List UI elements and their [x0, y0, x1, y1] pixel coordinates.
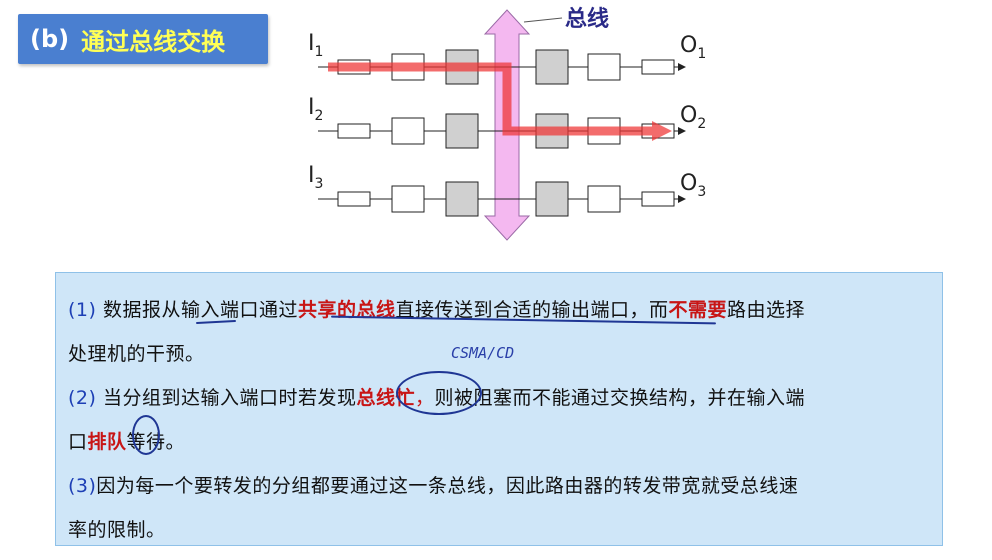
note-text: 当分组到达输入端口时若发现	[96, 387, 357, 409]
section-label: (b)	[30, 25, 70, 53]
note-3-line-1: (3)因为每一个要转发的分组都要通过这一条总线，因此路由器的转发带宽就受总线速	[68, 471, 798, 498]
note-text: 直接传送到合适的输出端口，而	[395, 299, 669, 321]
note-text: 因为每一个要转发的分组都要通过这一条总线，因此路由器的转发带宽就受总线速	[96, 475, 799, 497]
note-text: 口	[68, 431, 88, 453]
port-queue-box	[641, 191, 675, 207]
port-queue-box	[535, 49, 569, 85]
output-label-3: O3	[680, 171, 706, 200]
input-label-1: I1	[308, 31, 323, 60]
port-queue-box	[391, 117, 425, 145]
note-text: 处理机的干预。	[68, 343, 205, 365]
notes-panel: (1) 数据报从输入端口通过共享的总线直接传送到合适的输出端口，而不需要路由选择…	[55, 272, 943, 546]
note-3-line-2: 率的限制。	[68, 515, 166, 542]
note-text: 率的限制。	[68, 519, 166, 541]
output-label-2: O2	[680, 103, 706, 132]
section-heading: 通过总线交换	[81, 27, 226, 56]
bus-label-leader	[523, 17, 563, 23]
forwarding-path	[328, 62, 652, 136]
handwritten-circle	[132, 415, 160, 455]
input-label-3: I3	[308, 163, 323, 192]
note-text: 路由选择	[727, 299, 806, 321]
port-row-3	[318, 181, 686, 217]
note-number: (1)	[68, 299, 97, 321]
port-queue-box	[445, 181, 479, 217]
section-title: (b) 通过总线交换	[18, 14, 268, 64]
note-text: 则被阻塞而不能通过交换结构，并在输入端	[434, 387, 806, 409]
note-text: 数据报从输入端口通过	[96, 299, 298, 321]
port-queue-box	[587, 185, 621, 213]
note-1-line-1: (1) 数据报从输入端口通过共享的总线直接传送到合适的输出端口，而不需要路由选择	[68, 295, 805, 322]
port-queue-box	[391, 185, 425, 213]
note-number: (2)	[68, 387, 97, 409]
bus-label: 总线	[565, 6, 609, 32]
note-2-line-2: 口排队等待。	[68, 427, 185, 454]
note-highlight: 排队	[87, 431, 127, 453]
forwarding-path-arrowhead	[652, 121, 672, 141]
bus-switching-diagram: 总线 I1 I2 I3 O1 O2 O3	[308, 6, 706, 241]
output-label-1: O1	[680, 33, 706, 62]
port-queue-box	[337, 191, 371, 207]
port-queue-box	[535, 181, 569, 217]
note-highlight: 不需要	[668, 299, 728, 321]
port-queue-box	[337, 123, 371, 139]
input-label-2: I2	[308, 95, 323, 124]
note-highlight: 共享的总线	[297, 299, 396, 321]
note-number: (3)	[68, 475, 97, 497]
port-queue-box	[445, 113, 479, 149]
port-queue-box	[641, 59, 675, 75]
handwritten-circle	[396, 371, 482, 415]
handwritten-annotation: CSMA/CD	[451, 344, 515, 362]
port-queue-box	[587, 53, 621, 81]
note-1-line-2: 处理机的干预。	[68, 339, 205, 366]
